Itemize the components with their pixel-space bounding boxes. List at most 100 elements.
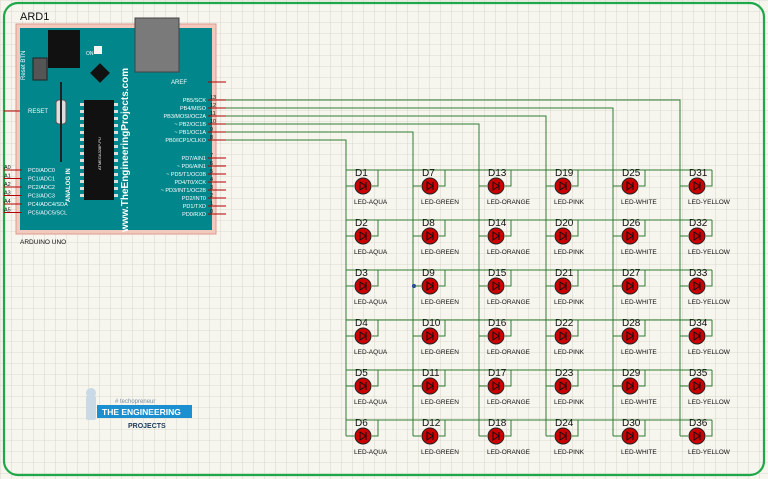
led-ref-label: D2	[355, 218, 368, 229]
digital-pin-number: 3	[210, 185, 213, 191]
led-type-label: LED-PINK	[554, 199, 585, 206]
led-body[interactable]	[354, 327, 372, 345]
led-lead	[439, 420, 446, 437]
led-body[interactable]	[688, 177, 706, 195]
analog-pin-number: A4	[4, 199, 11, 205]
diode-symbol-icon	[693, 431, 701, 441]
crystal-lead	[60, 82, 62, 162]
led-body[interactable]	[487, 177, 505, 195]
led-ref-label: D20	[555, 218, 574, 229]
led-ref-label: D30	[622, 418, 641, 429]
diode-symbol-icon	[559, 281, 567, 291]
engineering-projects-logo: # techopreneur THE ENGINEERING PROJECTS	[86, 388, 192, 430]
chip-label: ATMEGA328P-PU	[97, 137, 102, 170]
led-ref-label: D17	[488, 368, 507, 379]
ic-pin-left	[80, 187, 84, 190]
led-body[interactable]	[554, 377, 572, 395]
diode-symbol-icon	[359, 281, 367, 291]
led-body[interactable]	[621, 327, 639, 345]
led-body[interactable]	[688, 227, 706, 245]
led-body[interactable]	[421, 427, 439, 445]
led-body[interactable]	[487, 327, 505, 345]
led-body[interactable]	[354, 277, 372, 295]
led-lead	[505, 270, 512, 287]
led-ref-label: D1	[355, 168, 368, 179]
led-body[interactable]	[421, 327, 439, 345]
led-ref-label: D10	[422, 318, 441, 329]
led-lead	[639, 420, 646, 437]
led-body[interactable]	[354, 427, 372, 445]
led-body[interactable]	[688, 277, 706, 295]
led-type-label: LED-AQUA	[354, 399, 388, 406]
led-body[interactable]	[354, 377, 372, 395]
logo-line2: PROJECTS	[128, 423, 166, 430]
led-body[interactable]	[554, 327, 572, 345]
led-body[interactable]	[421, 277, 439, 295]
led-body[interactable]	[688, 377, 706, 395]
led-body[interactable]	[621, 227, 639, 245]
led-lead	[639, 320, 646, 337]
diode-symbol-icon	[359, 331, 367, 341]
ic-pin-right	[114, 166, 118, 169]
led-ref-label: D4	[355, 318, 368, 329]
diode-symbol-icon	[426, 181, 434, 191]
led-body[interactable]	[621, 427, 639, 445]
led-body[interactable]	[487, 377, 505, 395]
led-ref-label: D26	[622, 218, 641, 229]
ic-pin-right	[114, 124, 118, 127]
ic-pin-right	[114, 138, 118, 141]
led-type-label: LED-AQUA	[354, 349, 388, 356]
led-body[interactable]	[354, 227, 372, 245]
ic-pin-left	[80, 138, 84, 141]
led-ref-label: D27	[622, 268, 641, 279]
ic-pin-left	[80, 124, 84, 127]
led-ref-label: D34	[689, 318, 708, 329]
led-body[interactable]	[421, 227, 439, 245]
led-ref-label: D35	[689, 368, 708, 379]
led-body[interactable]	[487, 277, 505, 295]
component-ref-ard1: ARD1	[20, 11, 49, 23]
led-ref-label: D32	[689, 218, 708, 229]
ic-pin-left	[80, 159, 84, 162]
digital-pin-label: PD4/T0/XCK	[175, 180, 207, 186]
led-body[interactable]	[487, 227, 505, 245]
digital-pin-number: 1	[210, 201, 213, 207]
led-body[interactable]	[621, 177, 639, 195]
usb-chip	[90, 63, 110, 83]
led-lead	[639, 270, 646, 287]
ic-pin-left	[80, 166, 84, 169]
led-ref-label: D31	[689, 168, 708, 179]
digital-pin-label: ~ PD6/AIN1	[177, 164, 206, 170]
pin-to-column-wire	[226, 139, 347, 160]
led-body[interactable]	[554, 427, 572, 445]
led-ref-label: D7	[422, 168, 435, 179]
led-body[interactable]	[688, 427, 706, 445]
led-body[interactable]	[621, 277, 639, 295]
led-body[interactable]	[421, 177, 439, 195]
led-body[interactable]	[554, 277, 572, 295]
pin-to-column-wire	[226, 115, 547, 160]
board-site-text: www.TheEngineeringProjects.com	[120, 68, 131, 233]
digital-pin-label: PD7/AIN1	[182, 156, 206, 162]
led-body[interactable]	[554, 227, 572, 245]
arduino-uno-board[interactable]: Reset BTN ON ATMEGA328P-PU www.TheEngine…	[4, 17, 217, 246]
led-type-label: LED-GREEN	[421, 299, 459, 306]
led-type-label: LED-ORANGE	[487, 249, 531, 256]
led-body[interactable]	[554, 177, 572, 195]
diode-symbol-icon	[693, 281, 701, 291]
diode-symbol-icon	[492, 331, 500, 341]
reset-button[interactable]	[32, 57, 48, 81]
pin-to-column-wire	[226, 99, 681, 160]
led-body[interactable]	[688, 327, 706, 345]
led-type-label: LED-GREEN	[421, 249, 459, 256]
aref-label: AREF	[171, 80, 187, 86]
ic-pin-right	[114, 110, 118, 113]
led-body[interactable]	[487, 427, 505, 445]
led-body[interactable]	[354, 177, 372, 195]
led-ref-label: D23	[555, 368, 574, 379]
ic-pin-left	[80, 145, 84, 148]
led-body[interactable]	[421, 377, 439, 395]
led-body[interactable]	[621, 377, 639, 395]
diode-symbol-icon	[426, 231, 434, 241]
